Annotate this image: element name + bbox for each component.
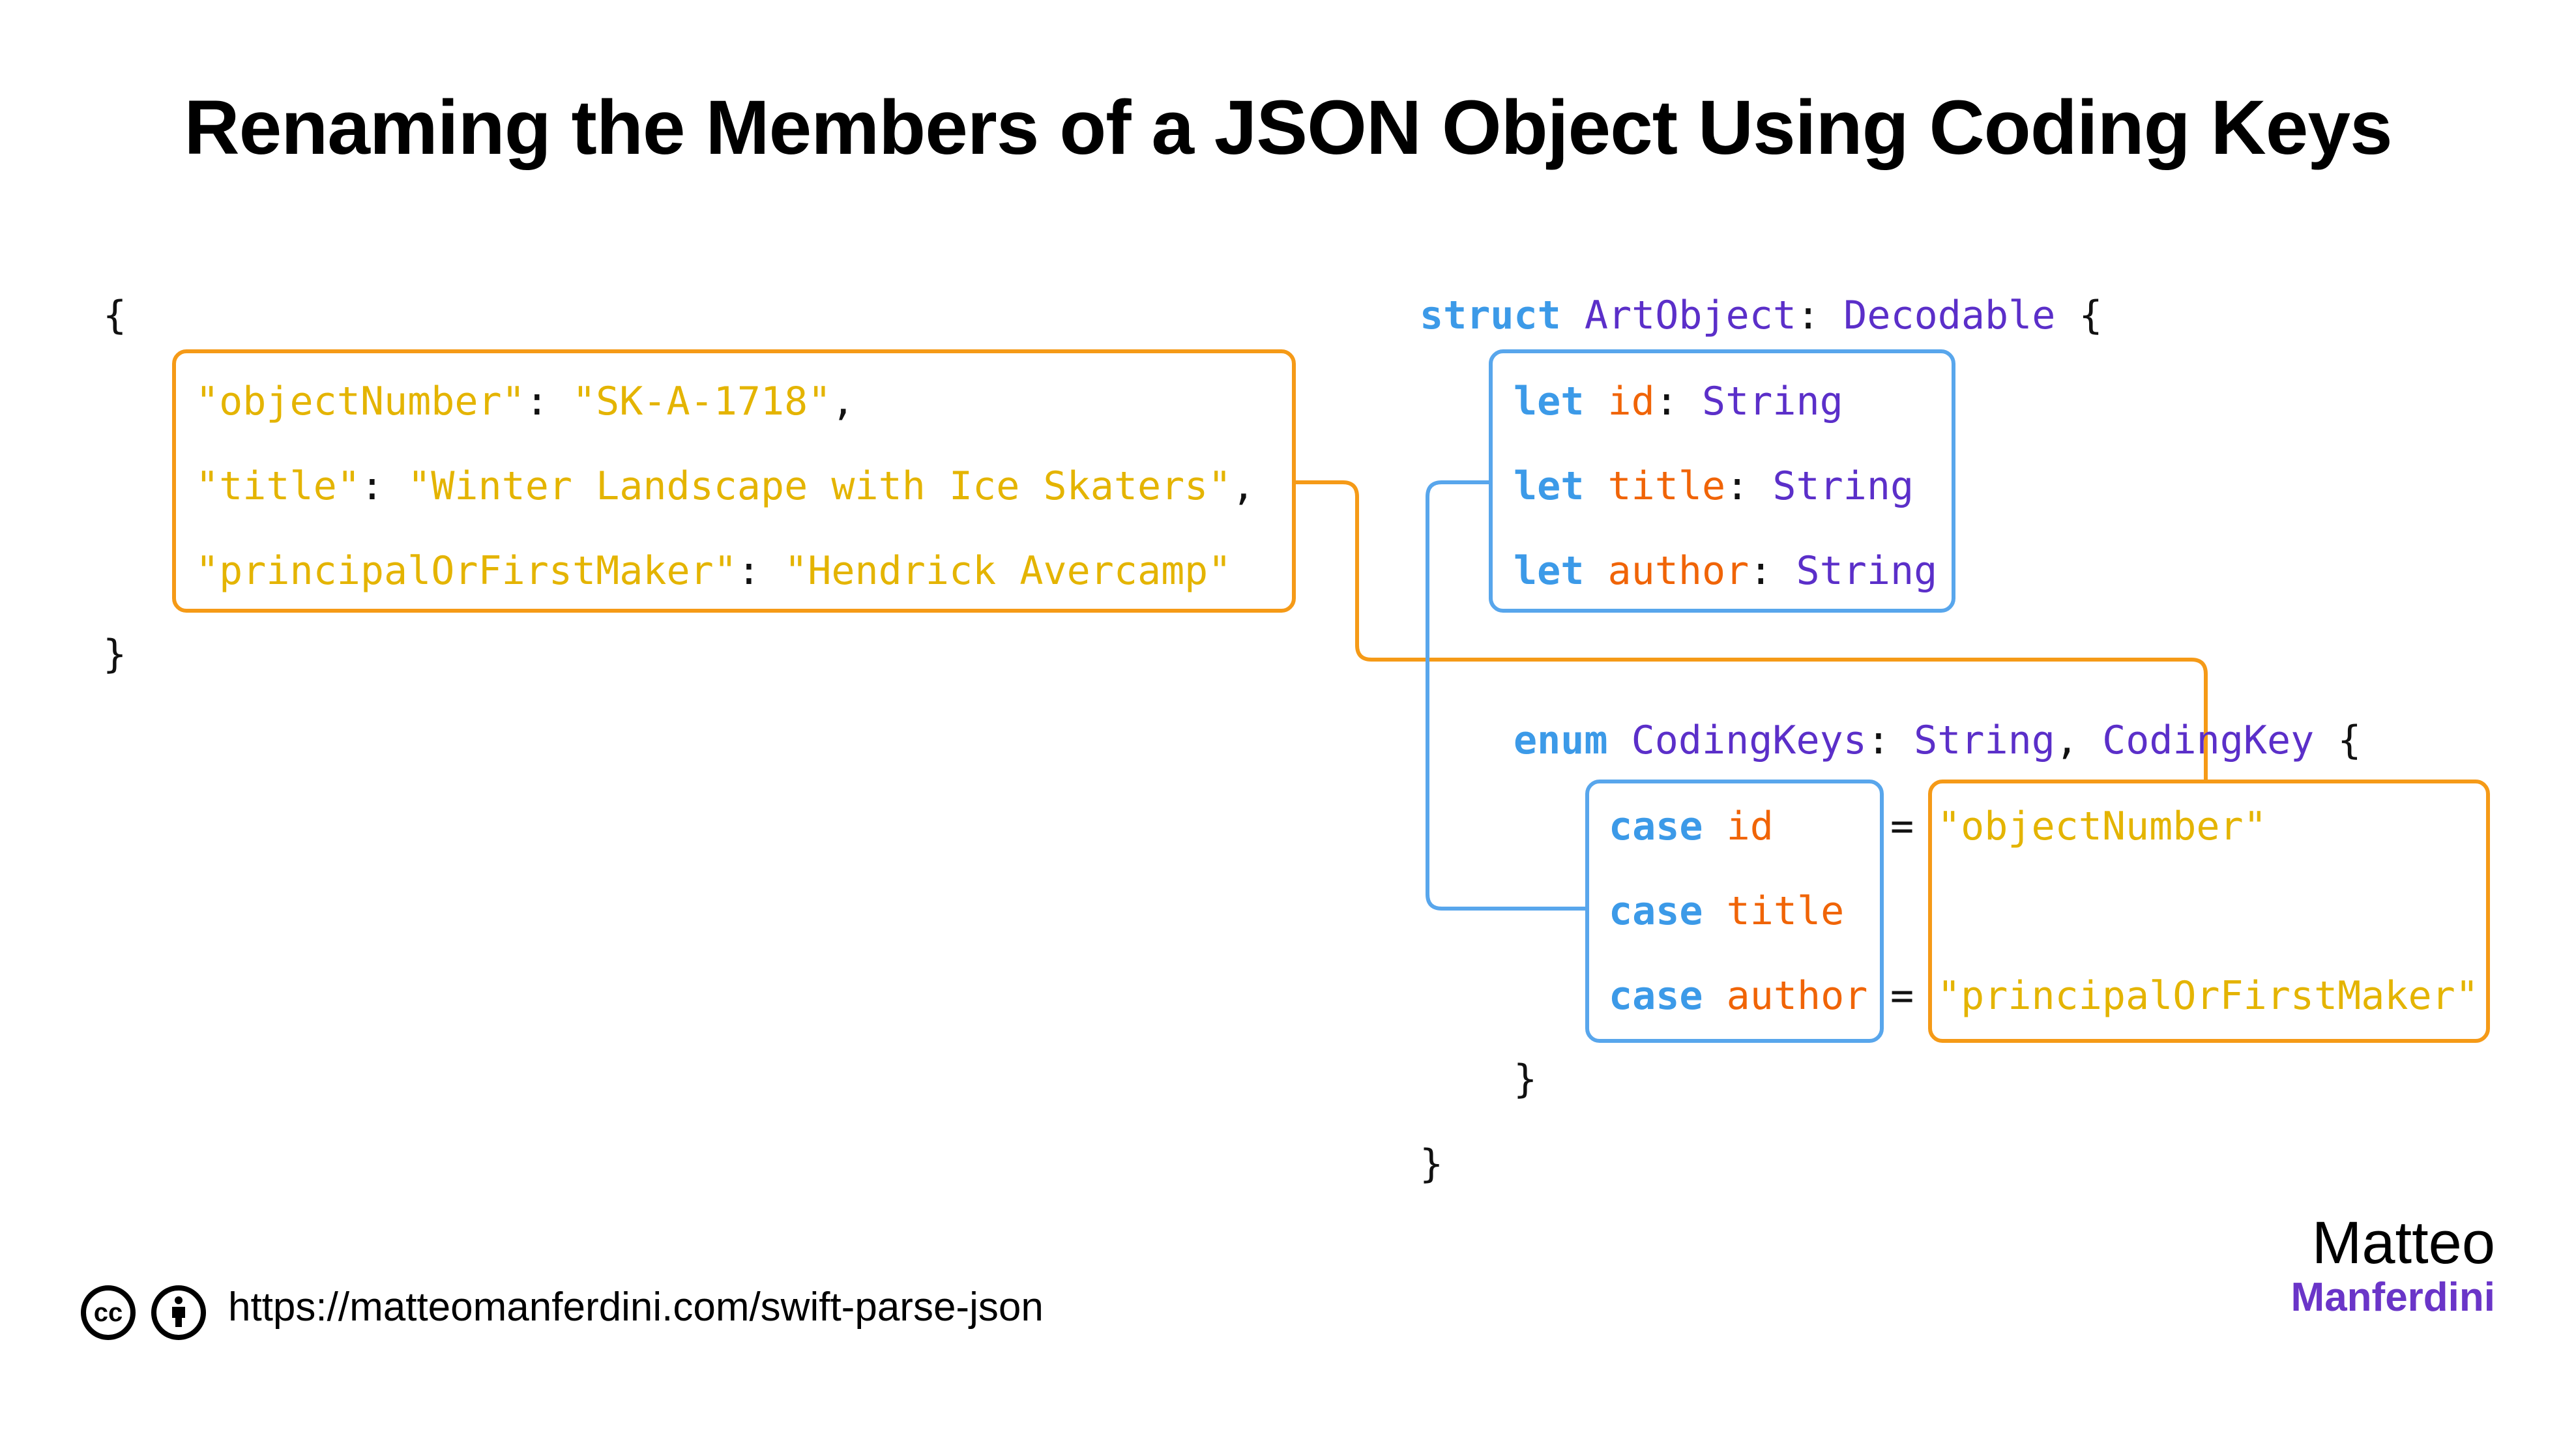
json-line-principal-maker: "principalOrFirstMaker": "Hendrick Averc…	[196, 548, 1232, 594]
case-title: case title	[1609, 888, 1845, 934]
json-members-box	[172, 349, 1296, 613]
json-key: "title"	[196, 463, 360, 509]
property-id: let id: String	[1514, 379, 1843, 424]
attribution-person-icon	[151, 1285, 206, 1340]
coding-keys-cases-box	[1585, 780, 1884, 1043]
footer-url-link[interactable]: https://matteomanferdini.com/swift-parse…	[228, 1285, 1044, 1330]
enum-close-brace: }	[1514, 1057, 1538, 1102]
struct-close-brace: }	[1420, 1141, 1444, 1187]
json-value: "SK-A-1718"	[572, 379, 832, 424]
json-key: "objectNumber"	[196, 379, 525, 424]
case-id-equals: =	[1890, 804, 1914, 849]
logo-last-name: Manferdini	[2291, 1275, 2495, 1320]
orange-connector	[1296, 480, 2208, 780]
cc-icon: cc	[81, 1285, 136, 1340]
case-author-equals: =	[1890, 973, 1914, 1019]
json-line-object-number: "objectNumber": "SK-A-1718",	[196, 379, 855, 424]
property-author: let author: String	[1514, 548, 1938, 594]
page-title: Renaming the Members of a JSON Object Us…	[184, 85, 2392, 171]
json-open-brace: {	[103, 293, 127, 338]
case-author: case author	[1609, 973, 1868, 1019]
struct-properties-box	[1489, 349, 1955, 613]
json-key: "principalOrFirstMaker"	[196, 548, 737, 594]
blue-connector	[1426, 480, 1585, 911]
struct-declaration: struct ArtObject: Decodable {	[1420, 293, 2103, 338]
logo-first-name: Matteo	[2311, 1210, 2495, 1276]
case-author-raw-value: "principalOrFirstMaker"	[1937, 973, 2479, 1019]
enum-declaration: enum CodingKeys: String, CodingKey {	[1514, 718, 2362, 763]
json-close-brace: }	[103, 632, 127, 677]
json-line-title: "title": "Winter Landscape with Ice Skat…	[196, 463, 1255, 509]
case-id-raw-value: "objectNumber"	[1937, 804, 2267, 849]
property-title: let title: String	[1514, 463, 1914, 509]
json-value: "Winter Landscape with Ice Skaters"	[407, 463, 1232, 509]
case-id: case id	[1609, 804, 1774, 849]
coding-keys-raw-values-box	[1928, 780, 2490, 1043]
json-value: "Hendrick Avercamp"	[784, 548, 1232, 594]
